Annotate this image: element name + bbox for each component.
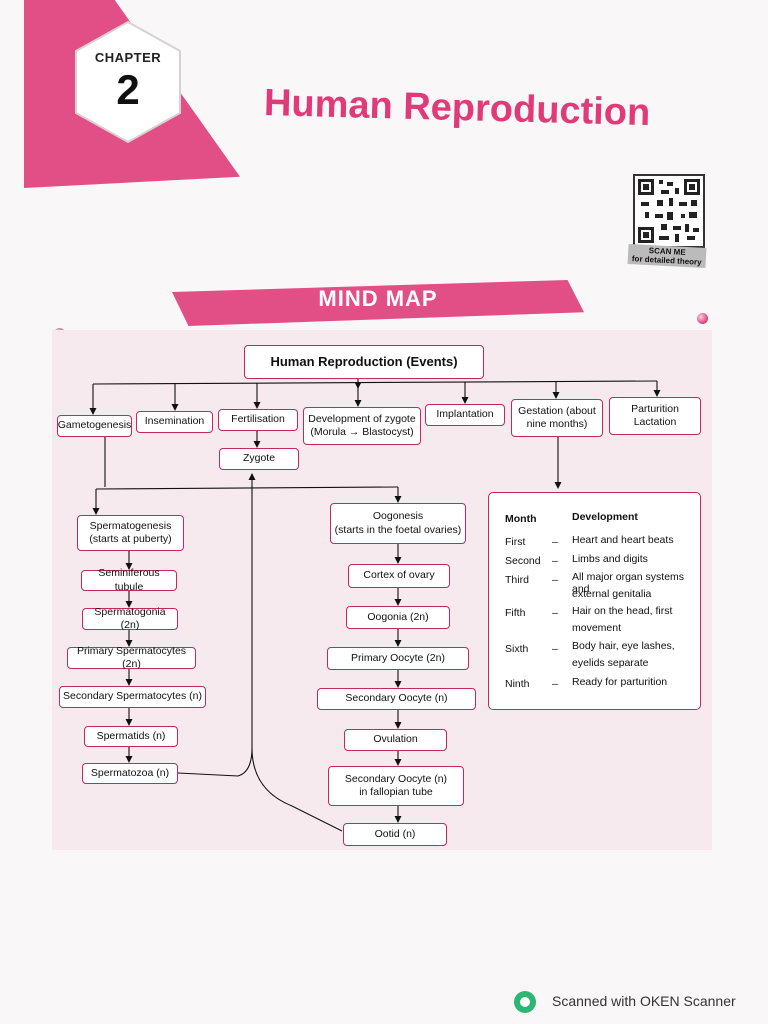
development-cell: Limbs and digits [572, 553, 648, 565]
dash-cell: – [552, 607, 558, 619]
hexagon-shape [75, 20, 181, 144]
primary-oocyte-node: Primary Oocyte (2n) [327, 647, 469, 670]
chapter-hexagon: CHAPTER 2 [72, 20, 184, 144]
month-cell: Sixth [505, 643, 529, 655]
oogenesis-line1: Oogonesis [372, 510, 424, 523]
month-cell: Third [505, 574, 529, 586]
dash-cell: – [552, 643, 558, 655]
fallopian-line1: Secondary Oocyte (n) [344, 772, 448, 785]
spermatogenesis-line1: Spermatogenesis [89, 519, 172, 532]
development-column-header: Development [572, 511, 638, 523]
chapter-number: 2 [116, 66, 140, 113]
parturition-line2: Lactation [633, 416, 677, 428]
spermatogenesis-line2: (starts at puberty) [89, 533, 172, 545]
month-column-header: Month [505, 513, 537, 525]
zygote-node: Zygote [219, 448, 299, 470]
bullet-dot-icon [697, 313, 708, 324]
oogenesis-node: Oogonesis (starts in the foetal ovaries) [330, 503, 466, 544]
fertilisation-node: Fertilisation [218, 409, 298, 431]
implantation-node: Implantation [425, 404, 505, 426]
spermatogonia-node: Spermatogonia (2n) [82, 606, 178, 631]
development-line2: (Morula → Blastocyst) [310, 426, 414, 438]
secondary-oocyte-fallopian-node: Secondary Oocyte (n) in fallopian tube [328, 766, 464, 806]
development-cell: Body hair, eye lashes, [572, 640, 675, 652]
dash-cell: – [552, 536, 558, 548]
spermatogenesis-node: Spermatogenesis (starts at puberty) [77, 515, 184, 551]
dash-cell: – [552, 678, 558, 690]
development-cell-line2: eyelids separate [572, 657, 649, 669]
month-cell: Second [505, 555, 541, 567]
development-cell: All major organ systems and [572, 571, 685, 595]
insemination-node: Insemination [136, 411, 213, 433]
development-cell-line2: external genitalia [572, 588, 652, 600]
spermatids-node: Spermatids (n) [84, 726, 178, 747]
ovulation-node: Ovulation [344, 729, 447, 751]
cortex-of-ovary-node: Cortex of ovary [348, 564, 450, 588]
secondary-spermatocytes-node: Secondary Spermatocytes (n) [59, 686, 206, 708]
scanner-footer: Scanned with OKEN Scanner [514, 988, 764, 1014]
development-cell: Hair on the head, first [572, 605, 673, 617]
qr-code-icon[interactable] [633, 174, 705, 248]
parturition-lactation-node: Parturition Lactation [609, 397, 701, 435]
gestation-line2: nine months) [526, 418, 588, 430]
month-cell: Ninth [505, 678, 530, 690]
development-line1: Development of zygote [308, 412, 416, 425]
qr-code-block[interactable]: SCAN ME for detailed theory [627, 174, 707, 270]
spermatozoa-node: Spermatozoa (n) [82, 763, 178, 784]
gametogenesis-node: Gametogenesis [57, 415, 132, 437]
gestation-development-table: Month Development First – Heart and hear… [488, 492, 701, 710]
seminiferous-tubule-node: Seminiferous tubule [81, 567, 177, 593]
dash-cell: – [552, 555, 558, 567]
oogenesis-line2: (starts in the foetal ovaries) [334, 523, 462, 536]
dash-cell: – [552, 574, 558, 586]
fallopian-line2: in fallopian tube [359, 786, 433, 798]
month-cell: First [505, 536, 526, 548]
development-of-zygote-node: Development of zygote (Morula → Blastocy… [303, 407, 421, 445]
development-cell: Ready for parturition [572, 676, 668, 688]
primary-spermatocytes-node: Primary Spermatocytes (2n) [67, 645, 196, 670]
qr-pattern [638, 179, 700, 243]
gestation-line1: Gestation (about [518, 404, 596, 417]
chapter-label: CHAPTER [94, 50, 162, 65]
development-cell: Heart and heart beats [572, 534, 674, 546]
root-node: Human Reproduction (Events) [244, 345, 484, 379]
oken-scanner-logo-icon [514, 991, 536, 1013]
ootid-node: Ootid (n) [343, 823, 447, 846]
secondary-oocyte-node: Secondary Oocyte (n) [317, 688, 476, 710]
gestation-node: Gestation (about nine months) [511, 399, 603, 437]
scanner-text: Scanned with OKEN Scanner [552, 993, 736, 1009]
development-cell-line2: movement [572, 622, 622, 634]
mind-map-heading: MIND MAP [318, 286, 438, 311]
parturition-line1: Parturition [631, 402, 679, 415]
oogonia-node: Oogonia (2n) [346, 606, 450, 629]
month-cell: Fifth [505, 607, 526, 619]
